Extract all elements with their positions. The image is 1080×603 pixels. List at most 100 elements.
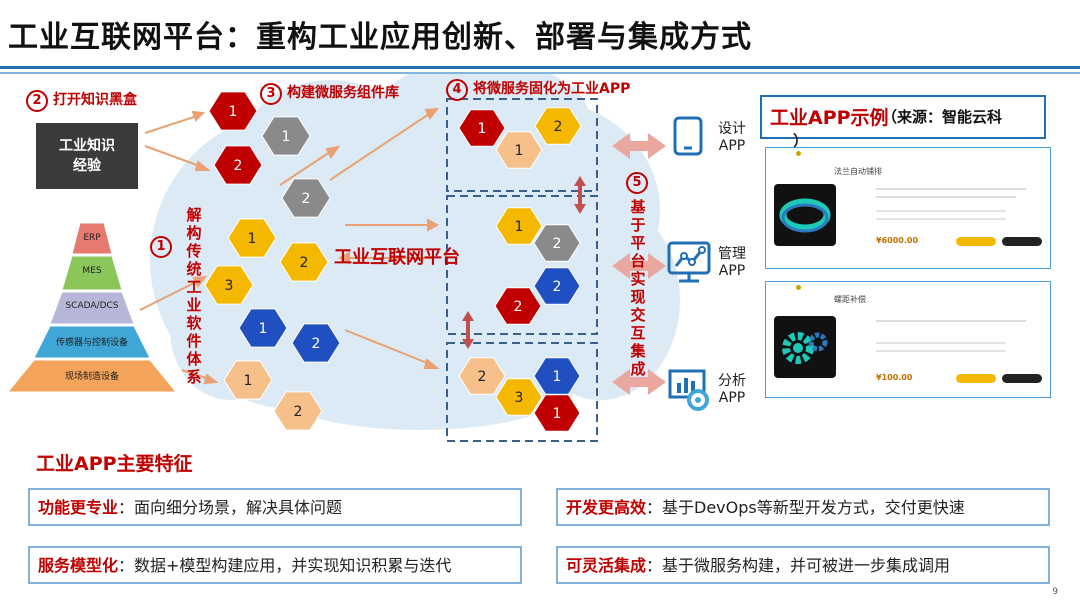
app-example-title: 工业APP示例 xyxy=(770,107,889,129)
page-number: 9 xyxy=(1052,587,1058,597)
monitor-chart-icon xyxy=(667,241,711,283)
app-link-arrows xyxy=(612,133,666,395)
step-2-number: 2 xyxy=(26,90,48,112)
hexagon-label: 1 xyxy=(553,369,562,385)
hexagon-label: 2 xyxy=(302,191,311,207)
pyramid-mes xyxy=(61,255,123,291)
hexagon-label: 2 xyxy=(553,279,562,295)
pyramid-label-scada: SCADA/DCS xyxy=(65,301,119,311)
step-5-label: 5 xyxy=(626,172,653,194)
integration-text: 基于平台实现交互集成 xyxy=(630,198,646,378)
gears-icon xyxy=(774,316,836,378)
microservice-hexagon xyxy=(204,265,254,305)
feature-box-3: 服务模型化：数据+模型构建应用，并实现知识积累与迭代 xyxy=(28,546,522,584)
step-5-number: 5 xyxy=(626,172,648,194)
microservice-hexagon xyxy=(279,242,329,282)
hexagon-label: 1 xyxy=(282,129,291,145)
vertical-double-arrows xyxy=(462,176,586,349)
pyramid-field xyxy=(6,359,178,393)
knowledge-experience-box: 工业知识 经验 xyxy=(36,123,138,189)
card-2-buy-button[interactable] xyxy=(956,374,996,383)
card-1-buy-button[interactable] xyxy=(956,237,996,246)
microservice-hexagon xyxy=(223,360,273,400)
app-card-2[interactable]: 螺距补偿 ¥100.00 xyxy=(765,281,1051,398)
hexagon-label: 1 xyxy=(244,373,253,389)
step-1-number: 1 xyxy=(150,236,172,258)
microservice-hexagon xyxy=(291,323,341,363)
card-1-name: 法兰自动铺排 xyxy=(834,167,882,176)
step-3-number: 3 xyxy=(260,83,282,105)
feature-box-2: 开发更高效：基于DevOps等新型开发方式，交付更快速 xyxy=(556,488,1050,526)
title-divider xyxy=(0,66,1080,69)
analytics-gear-icon xyxy=(668,369,709,411)
pyramid-label-field: 现场制造设备 xyxy=(64,372,119,382)
microservice-hexagon xyxy=(227,218,277,258)
hexagon-label: 2 xyxy=(300,255,309,271)
microservice-hexagon xyxy=(534,107,582,145)
pyramid-label-erp: ERP xyxy=(83,233,101,243)
title-divider-thin xyxy=(0,72,1080,74)
hexagon-label: 1 xyxy=(515,219,524,235)
hexagon-label: 2 xyxy=(294,404,303,420)
hexagon-label: 2 xyxy=(312,336,321,352)
ring-icon xyxy=(774,184,836,246)
hexagon-label: 3 xyxy=(515,390,524,406)
tablet-icon xyxy=(673,116,703,156)
hexagon-label: 1 xyxy=(229,104,238,120)
microservice-hexagon xyxy=(533,394,581,432)
pyramid-erp xyxy=(71,222,113,255)
app-example-header: 工业APP示例 （来源：智能云科 xyxy=(760,95,1046,139)
hexagon-label: 1 xyxy=(248,231,257,247)
microservice-hexagon xyxy=(238,308,288,348)
app-example-source-close: ） xyxy=(793,132,809,150)
microservice-hexagon xyxy=(494,287,542,325)
hexagon-label: 2 xyxy=(514,299,523,315)
app-example-source: （来源：智能云科 xyxy=(882,108,1003,126)
feature-box-1: 功能更专业：面向细分场景，解决具体问题 xyxy=(28,488,522,526)
step-1-label: 1 xyxy=(150,236,177,258)
hexagon-label: 1 xyxy=(515,143,524,159)
microservice-hexagon xyxy=(213,145,263,185)
system-pyramid xyxy=(6,222,178,393)
microservice-hexagon xyxy=(281,178,331,218)
hexagon-label: 1 xyxy=(478,121,487,137)
microservice-hexagon xyxy=(495,131,543,169)
pyramid-scada xyxy=(49,291,135,325)
microservice-hexagon xyxy=(261,116,311,156)
microservice-hexagon xyxy=(458,109,506,147)
features-title: 工业APP主要特征 xyxy=(36,453,193,475)
flow-arrows xyxy=(139,107,440,385)
microservice-hexagon xyxy=(495,207,543,245)
microservice-containers xyxy=(446,98,598,442)
hexagon-label: 2 xyxy=(554,119,563,135)
step-4-number: 4 xyxy=(446,79,468,101)
app-card-1[interactable]: 法兰自动铺排 ¥6000.00 xyxy=(765,147,1051,269)
card-dot xyxy=(796,285,801,290)
microservice-hexagon xyxy=(533,267,581,305)
hexagon-label: 3 xyxy=(225,278,234,294)
hexagon-label: 2 xyxy=(234,158,243,174)
microservice-hexagon xyxy=(533,224,581,262)
microservice-hexagon xyxy=(208,91,258,131)
card-2-price: ¥100.00 xyxy=(876,373,913,382)
hexagon-label: 2 xyxy=(478,369,487,385)
deconstruct-text: 解构传统工业软件体系 xyxy=(186,206,202,386)
feature-box-4: 可灵活集成：基于微服务构建，并可被进一步集成调用 xyxy=(556,546,1050,584)
hexagon-label: 2 xyxy=(553,236,562,252)
pyramid-label-sensors: 传感器与控制设备 xyxy=(55,338,128,348)
page-title: 工业互联网平台：重构工业应用创新、部署与集成方式 xyxy=(8,20,752,55)
pyramid-sensors xyxy=(33,325,151,359)
card-dot xyxy=(796,151,801,156)
microservice-hexagon xyxy=(495,378,543,416)
card-1-trial-button[interactable] xyxy=(1002,237,1042,246)
card-2-trial-button[interactable] xyxy=(1002,374,1042,383)
card-1-price: ¥6000.00 xyxy=(876,236,919,245)
